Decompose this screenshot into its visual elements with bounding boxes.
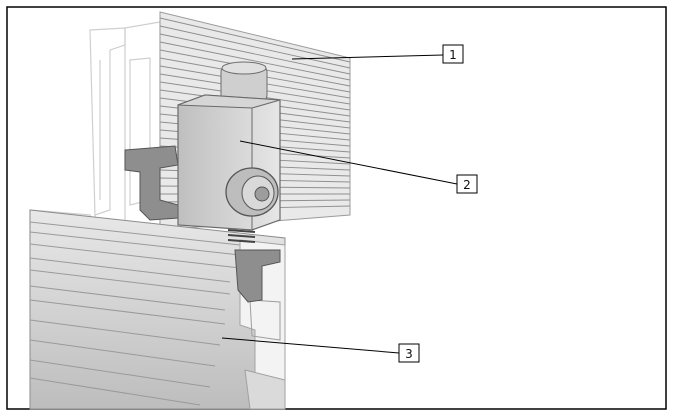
clamp-block [177, 94, 281, 231]
leader-line-2 [239, 140, 458, 185]
callout-1: 1 [442, 44, 464, 64]
clamp-bolt [220, 61, 268, 243]
leader-line-3 [221, 337, 400, 354]
leader-lines [221, 54, 458, 354]
rail-grooves [29, 221, 241, 406]
callout-2-label: 2 [463, 178, 471, 192]
mounting-rail [29, 209, 286, 410]
callout-3-label: 3 [405, 347, 413, 361]
callout-2: 2 [456, 174, 478, 194]
callout-3: 3 [398, 343, 420, 363]
leader-line-1 [291, 54, 444, 60]
callout-1-label: 1 [449, 48, 457, 62]
